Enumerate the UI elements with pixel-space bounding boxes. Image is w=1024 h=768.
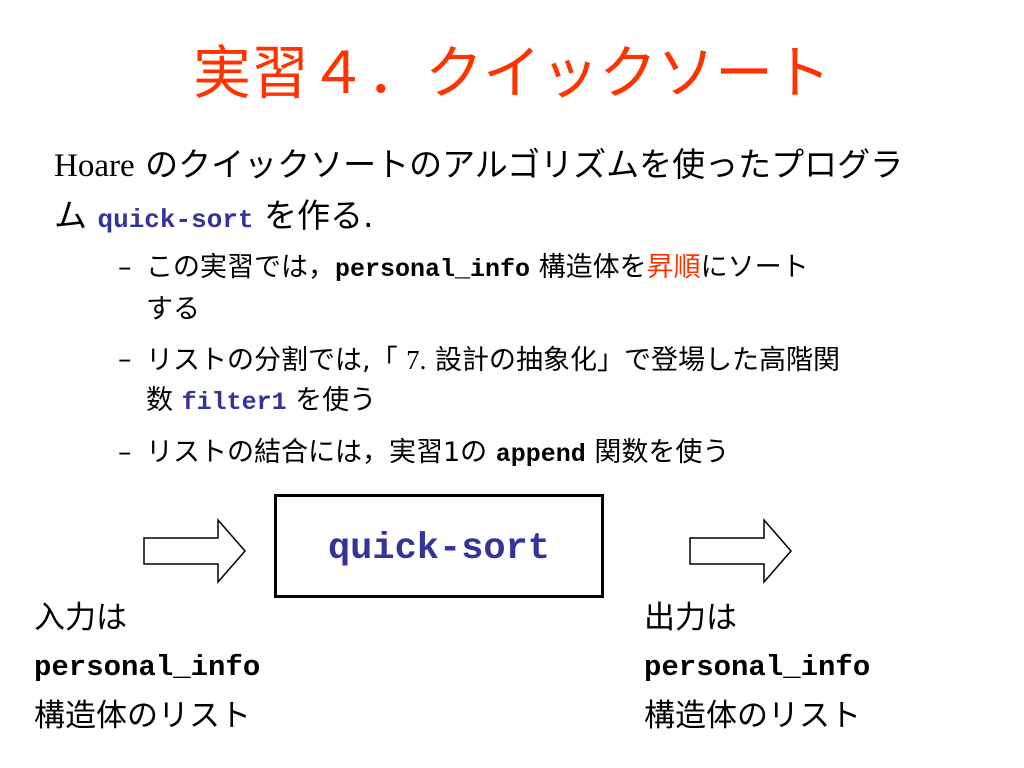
bullet-item: – リストの結合には，実習1の append 関数を使う: [118, 433, 978, 475]
bullet-code: personal_info: [335, 255, 531, 284]
bullet-text: リストの結合には，実習1の: [146, 437, 496, 468]
input-code: personal_info: [34, 651, 261, 684]
bullet-item: – この実習では，personal_info 構造体を昇順にソート する: [118, 248, 978, 330]
output-arrow-icon: [689, 518, 792, 584]
bullet-number: 7.: [406, 345, 427, 375]
bullet-list: – この実習では，personal_info 構造体を昇順にソート する – リ…: [118, 248, 978, 485]
output-label: 出力は: [644, 600, 737, 636]
input-description: 入力は personal_info 構造体のリスト: [34, 594, 260, 741]
bullet-text: この実習では，: [146, 252, 335, 283]
bullet-text: にソート: [700, 252, 809, 283]
bullet-dash: –: [118, 437, 132, 468]
intro-paragraph: Hoare のクイックソートのアルゴリズムを使ったプログラ ム quick-so…: [54, 140, 974, 245]
bullet-code: append: [495, 440, 586, 469]
bullet-text: 数: [146, 385, 182, 416]
box-label: quick-sort: [327, 528, 551, 570]
bullet-text: を使う: [286, 385, 377, 416]
input-label: 入力は: [34, 600, 127, 636]
output-description: 出力は personal_info 構造体のリスト: [644, 594, 870, 741]
bullet-highlight: 昇順: [646, 252, 701, 283]
bullet-dash: –: [118, 344, 132, 375]
output-code: personal_info: [644, 651, 871, 684]
intro-text-1: のクイックソートのアルゴリズムを使ったプログラ: [134, 145, 904, 184]
bullet-item: – リストの分割では,「 7. 設計の抽象化」で登場した高階関 数 filter…: [118, 340, 978, 423]
input-arrow-icon: [143, 518, 246, 584]
bullet-code: filter1: [181, 388, 287, 417]
intro-line2-suffix: を作る.: [253, 196, 374, 235]
quick-sort-box: quick-sort: [274, 494, 604, 598]
bullet-text: 構造体を: [530, 252, 647, 283]
slide-title: 実習４．クイックソート: [192, 39, 831, 107]
intro-line2-prefix: ム: [54, 196, 98, 235]
intro-code: quick-sort: [97, 205, 254, 235]
intro-hoare: Hoare: [54, 148, 135, 184]
bullet-text: する: [146, 294, 200, 325]
bullet-text: 関数を使う: [585, 437, 730, 468]
bullet-text: リストの分割では,「: [146, 345, 407, 376]
bullet-dash: –: [118, 252, 132, 283]
bullet-text: 設計の抽象化」で登場した高階関: [426, 345, 841, 376]
input-type: 構造体のリスト: [34, 698, 251, 734]
output-type: 構造体のリスト: [644, 698, 861, 734]
